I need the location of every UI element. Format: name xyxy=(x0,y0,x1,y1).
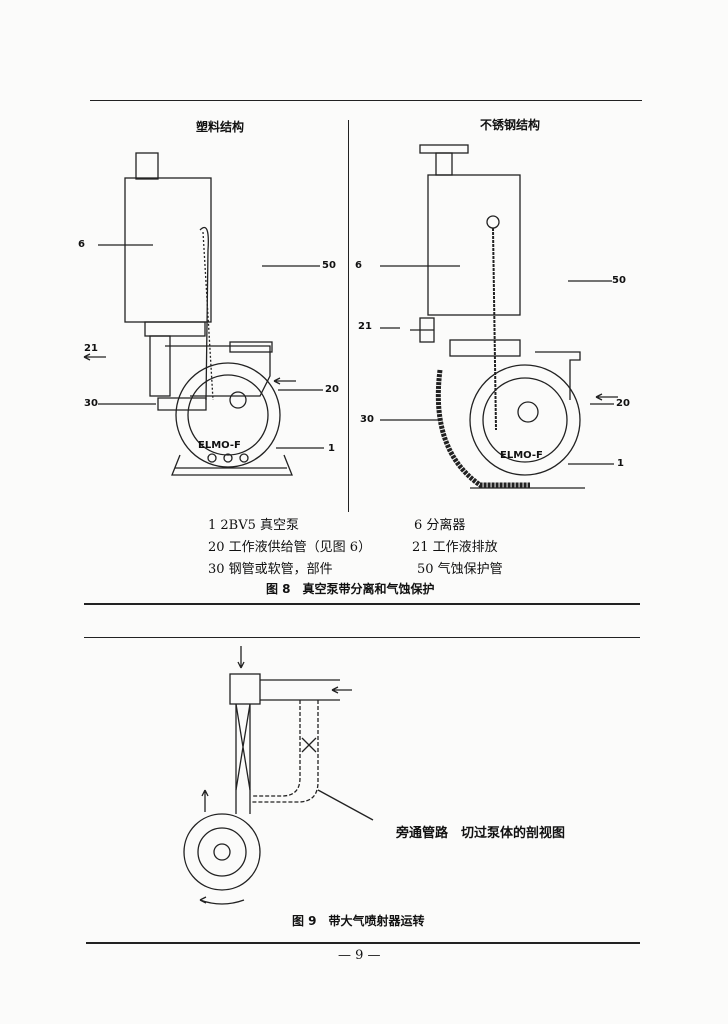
legend-item-21: 21 工作液排放 xyxy=(412,540,498,555)
right-label-20: 20 xyxy=(616,398,630,409)
top-rule xyxy=(90,100,642,101)
figure8-caption: 图 8 真空泵带分离和气蚀保护 xyxy=(266,582,435,596)
legend-item-6: 6 分离器 xyxy=(414,518,466,533)
left-pump-brand: ELMO-F xyxy=(198,440,241,451)
left-label-21: 21 xyxy=(84,343,98,354)
legend-item-20: 20 工作液供给管（见图 6） xyxy=(208,540,372,555)
left-label-50: 50 xyxy=(322,260,336,271)
figure-divider xyxy=(348,120,349,512)
right-label-6: 6 xyxy=(355,260,362,271)
legend-item-30: 30 钢管或软管，部件 xyxy=(208,562,333,577)
right-label-30: 30 xyxy=(360,414,374,425)
page-number: — 9 — xyxy=(338,948,381,963)
section-rule-2 xyxy=(84,637,640,638)
right-heading: 不锈钢结构 xyxy=(480,118,541,132)
plastic-separator-pump-drawing xyxy=(83,152,324,476)
left-label-30: 30 xyxy=(84,398,98,409)
legend-item-50: 50 气蚀保护管 xyxy=(417,562,503,577)
left-label-20: 20 xyxy=(325,384,339,395)
section-rule-1 xyxy=(84,603,640,605)
figure9-caption: 图 9 带大气喷射器运转 xyxy=(292,914,425,928)
left-label-6: 6 xyxy=(78,239,85,250)
figure9-annotation: 旁通管路 切过泵体的剖视图 xyxy=(396,826,566,841)
left-label-1: 1 xyxy=(328,443,335,454)
legend-item-1: 1 2BV5 真空泵 xyxy=(208,518,300,533)
right-label-50: 50 xyxy=(612,275,626,286)
right-label-21: 21 xyxy=(358,321,372,332)
right-label-1: 1 xyxy=(617,458,624,469)
right-pump-brand: ELMO-F xyxy=(500,450,543,461)
stainless-separator-pump-drawing xyxy=(380,144,618,489)
bottom-rule xyxy=(86,942,640,944)
left-heading: 塑料结构 xyxy=(196,120,245,134)
